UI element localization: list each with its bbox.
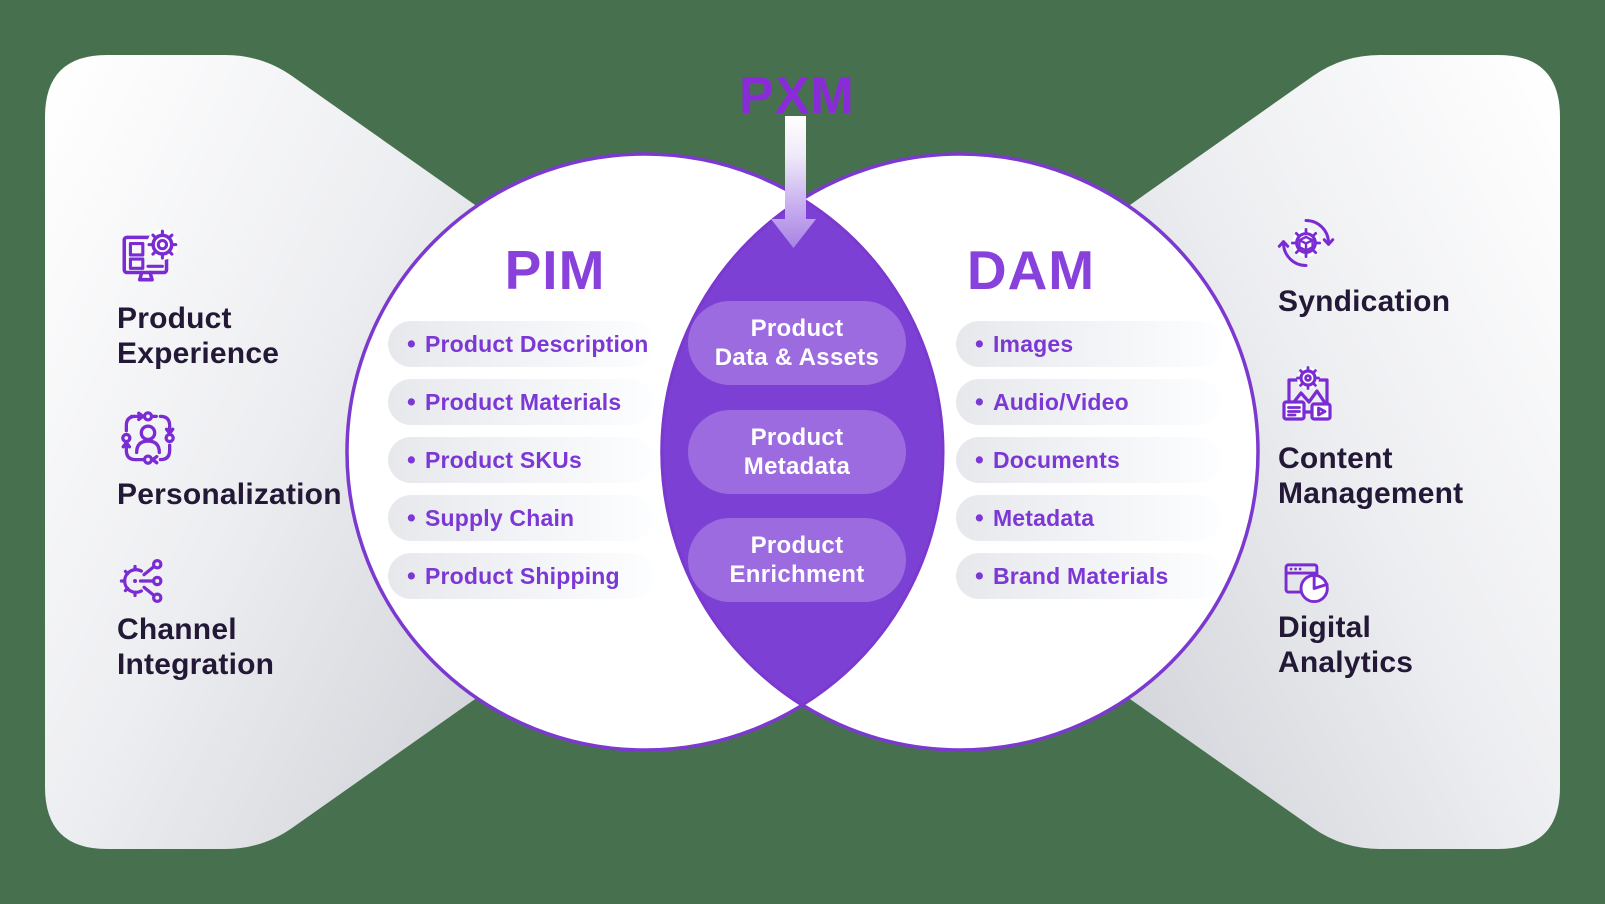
feature-label-content-management: Content Management bbox=[1278, 442, 1464, 510]
bullet-dot: • bbox=[407, 561, 416, 590]
bullet-dot: • bbox=[407, 329, 416, 358]
dam-item-label: Documents bbox=[992, 446, 1120, 473]
bullet-dot: • bbox=[407, 503, 416, 532]
pim-list-item: • Product SKUs bbox=[388, 437, 654, 483]
overlap-pill-line: Data & Assets bbox=[714, 344, 880, 371]
overlap-pill-line: Enrichment bbox=[729, 561, 865, 588]
pim-list-item: • Product Description bbox=[388, 321, 654, 367]
pxm-arrow-shaft bbox=[785, 116, 806, 220]
dam-list: • Images • Audio/Video • Documents • Met… bbox=[956, 321, 1222, 599]
pim-item-label: Supply Chain bbox=[424, 504, 575, 531]
dam-list-item: • Brand Materials bbox=[956, 553, 1222, 599]
pim-list-item: • Product Materials bbox=[388, 379, 654, 425]
bullet-dot: • bbox=[975, 329, 984, 358]
pxm-arrow-head bbox=[771, 219, 816, 248]
media-gear-doc-video-icon bbox=[1276, 364, 1340, 428]
feature-label-syndication: Syndication bbox=[1278, 285, 1451, 318]
pim-list: • Product Description • Product Material… bbox=[388, 321, 654, 599]
dam-list-item: • Audio/Video bbox=[956, 379, 1222, 425]
dam-item-label: Images bbox=[992, 330, 1074, 357]
overlap-pill-line: Metadata bbox=[743, 453, 851, 480]
gear-network-icon bbox=[116, 552, 174, 610]
bullet-dot: • bbox=[407, 387, 416, 416]
bullet-dot: • bbox=[975, 387, 984, 416]
dam-list-item: • Images bbox=[956, 321, 1222, 367]
dam-list-item: • Documents bbox=[956, 437, 1222, 483]
bullet-dot: • bbox=[975, 561, 984, 590]
pxm-title: PXM bbox=[739, 67, 855, 125]
feature-label-digital-analytics: Digital Analytics bbox=[1278, 611, 1414, 679]
monitor-gear-icon bbox=[116, 224, 182, 290]
pim-item-label: Product Materials bbox=[424, 388, 622, 415]
overlap-pill-line: Product bbox=[750, 424, 844, 451]
bullet-dot: • bbox=[975, 445, 984, 474]
bullet-dot: • bbox=[975, 503, 984, 532]
overlap-pill-line: Product bbox=[750, 315, 844, 342]
feature-label-product-experience: Product Experience bbox=[117, 302, 280, 370]
feature-label-personalization: Personalization bbox=[117, 478, 342, 511]
overlap-pill: Product Data & Assets bbox=[688, 301, 906, 385]
pxm-arrow bbox=[771, 116, 816, 248]
feature-label-channel-integration: Channel Integration bbox=[117, 613, 275, 681]
pim-title: PIM bbox=[504, 239, 606, 301]
pim-item-label: Product Shipping bbox=[424, 562, 620, 589]
pim-item-label: Product Description bbox=[424, 330, 649, 357]
dam-list-item: • Metadata bbox=[956, 495, 1222, 541]
pim-item-label: Product SKUs bbox=[424, 446, 582, 473]
person-loop-icon bbox=[115, 405, 181, 471]
pim-list-item: • Supply Chain bbox=[388, 495, 654, 541]
overlap-pill-line: Product bbox=[750, 532, 844, 559]
sync-arrows-gear-cube-icon bbox=[1276, 213, 1336, 273]
bullet-dot: • bbox=[407, 445, 416, 474]
overlap-pill: Product Metadata bbox=[688, 410, 906, 494]
dam-item-label: Brand Materials bbox=[992, 562, 1169, 589]
dam-title: DAM bbox=[966, 239, 1096, 301]
overlap-pill: Product Enrichment bbox=[688, 518, 906, 602]
dam-item-label: Metadata bbox=[992, 504, 1095, 531]
browser-pie-chart-icon bbox=[1277, 554, 1335, 612]
dam-item-label: Audio/Video bbox=[992, 388, 1129, 415]
pim-list-item: • Product Shipping bbox=[388, 553, 654, 599]
